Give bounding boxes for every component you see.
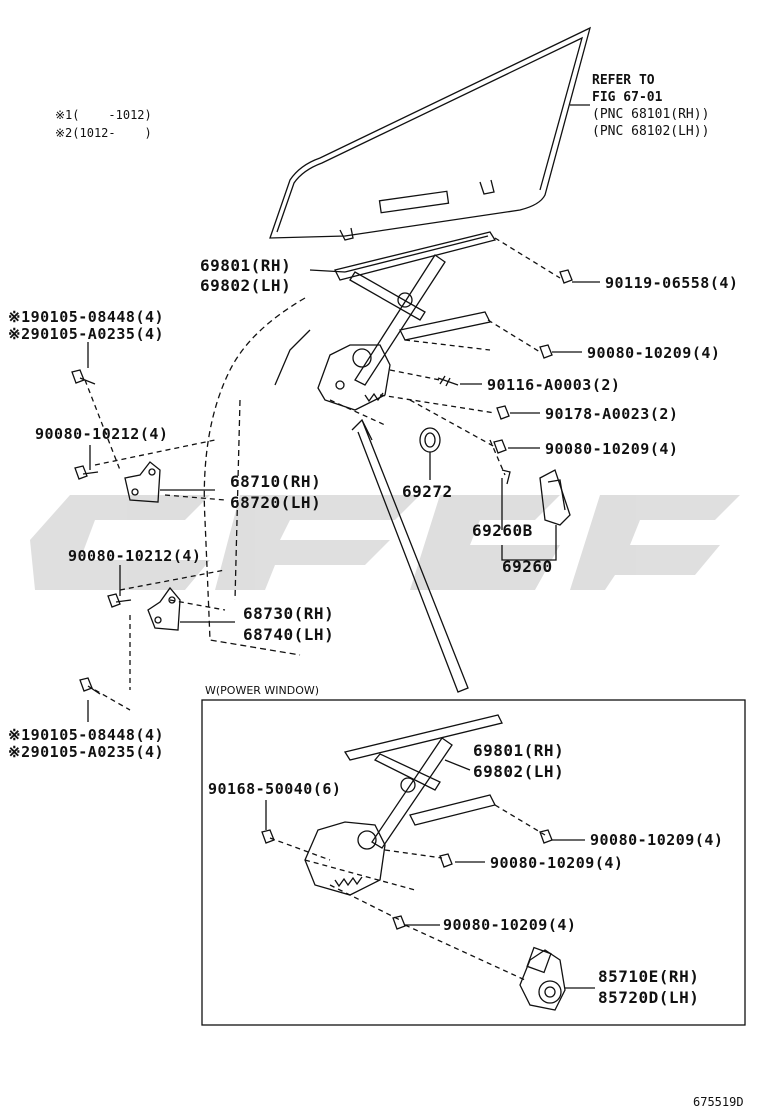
callout-lines [87, 269, 600, 722]
window-regulator [317, 231, 497, 411]
label-top-bolt-2: ※290105-A0235(4) [8, 325, 165, 343]
watermark-logo [30, 495, 740, 590]
refer-line-4: (PNC 68102(LH)) [592, 124, 710, 139]
hinge-lower [147, 586, 181, 631]
label-68730: 68730(RH) [243, 604, 335, 623]
label-90119-06558: 90119-06558(4) [605, 274, 739, 292]
label-90080-10212-b: 90080-10212(4) [68, 547, 202, 565]
inset-title: W(POWER WINDOW) [205, 684, 320, 697]
inset-label-90080-10209-c: 90080-10209(4) [443, 916, 577, 934]
label-68740: 68740(LH) [243, 625, 335, 644]
door-glass [269, 26, 591, 239]
grommet-69272 [419, 427, 441, 453]
inset-label-90080-10209-a: 90080-10209(4) [590, 831, 724, 849]
label-69260b: 69260B [472, 521, 533, 540]
label-bottom-bolt-1: ※190105-08448(4) [8, 726, 165, 744]
inset-label-69802: 69802(LH) [473, 762, 565, 781]
note-1: ※1( -1012) [55, 108, 152, 122]
inset-label-85710e: 85710E(RH) [598, 967, 700, 986]
inset-label-85720d: 85720D(LH) [598, 988, 700, 1007]
leader-lines [84, 237, 561, 711]
label-90116-a0003: 90116-A0003(2) [487, 376, 621, 394]
refer-line-1: REFER TO [592, 73, 655, 88]
label-bottom-bolt-2: ※290105-A0235(4) [8, 743, 165, 761]
inset-regulator [261, 714, 566, 1011]
label-90080-10209-a: 90080-10209(4) [587, 344, 721, 362]
label-top-bolt-1: ※190105-08448(4) [8, 308, 165, 326]
inset-label-90080-10209-b: 90080-10209(4) [490, 854, 624, 872]
door-frame [203, 297, 306, 656]
bolts [71, 269, 573, 695]
refer-line-2: FIG 67-01 [592, 90, 663, 105]
hinge-upper [124, 461, 161, 503]
label-90080-10209-b: 90080-10209(4) [545, 440, 679, 458]
inset-label-90168-50040: 90168-50040(6) [208, 780, 342, 798]
refer-line-3: (PNC 68101(RH)) [592, 107, 710, 122]
note-2: ※2(1012- ) [55, 126, 152, 140]
label-90178-a0023: 90178-A0023(2) [545, 405, 679, 423]
window-handle [539, 469, 571, 526]
label-69802: 69802(LH) [200, 276, 292, 295]
drawing-number: 675519D [693, 1095, 744, 1109]
label-69272: 69272 [402, 482, 453, 501]
label-69260: 69260 [502, 557, 553, 576]
window-motor [519, 949, 566, 1011]
label-90080-10212-a: 90080-10212(4) [35, 425, 169, 443]
assembly-arrow [351, 418, 469, 693]
label-69801: 69801(RH) [200, 256, 292, 275]
label-68710: 68710(RH) [230, 472, 322, 491]
label-68720: 68720(LH) [230, 493, 322, 512]
power-window-inset [201, 699, 746, 1026]
inset-label-69801: 69801(RH) [473, 741, 565, 760]
